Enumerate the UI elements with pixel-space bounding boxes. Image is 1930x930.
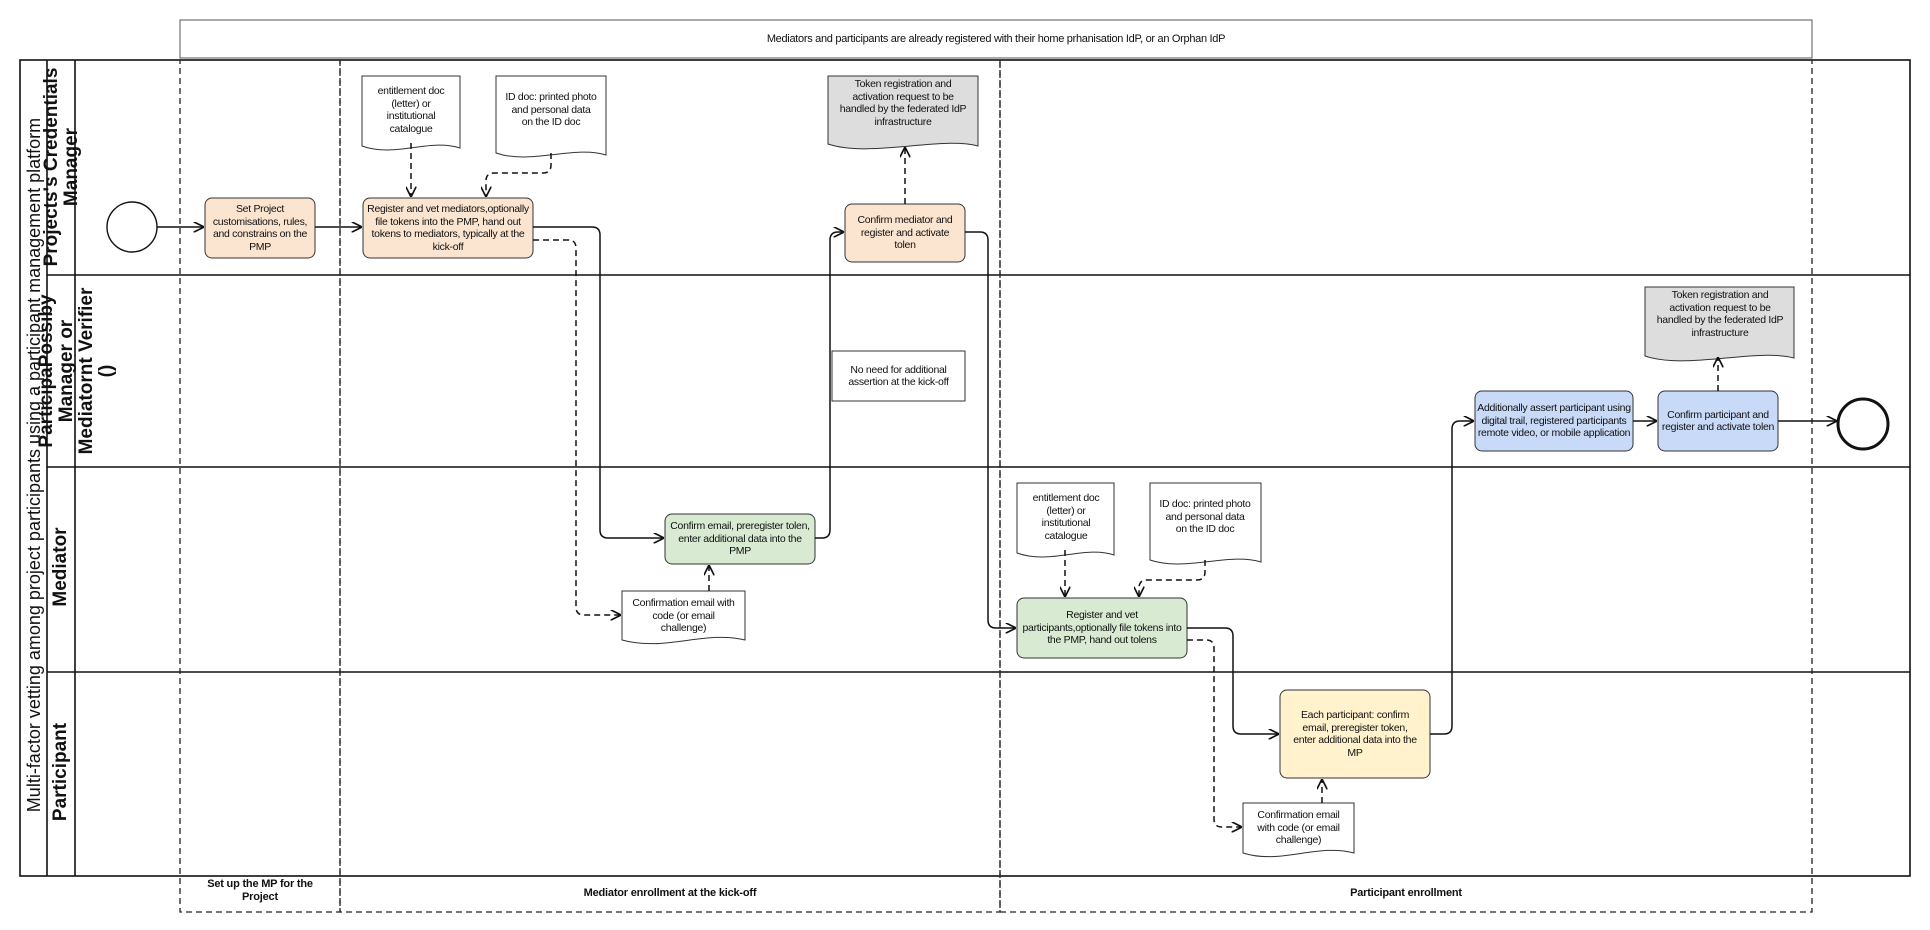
phase-box-setup	[179, 59, 341, 913]
phase-label-participant: Participant enrollment	[1350, 887, 1462, 899]
phase-label-setup: Set up the MP for the Project	[207, 878, 313, 903]
doc-confirmation-email-2: Confirmation email with code (or email c…	[1257, 809, 1340, 847]
flow-register-participants-to-each	[1187, 627, 1278, 734]
doc-confirmation-email-1: Confirmation email with code (or email c…	[632, 597, 735, 635]
doc-entitlement-2-shape	[1016, 482, 1115, 558]
task-confirm-participant: Confirm participant and register and act…	[1661, 408, 1775, 434]
task-register-mediators-shape	[362, 197, 534, 259]
phase-label-mediator: Mediator enrollment at the kick-off	[583, 887, 757, 899]
doc-token-request-1: Token registration and activation reques…	[839, 78, 967, 128]
task-confirm-mediator: Confirm mediator and register and activa…	[857, 214, 953, 252]
doc-token-request-2-shape	[1644, 286, 1795, 362]
doc-entitlement-1: entitlement doc (letter) or institutiona…	[377, 85, 445, 135]
dataflow-id-1	[486, 153, 552, 196]
task-register-participants: Register and vet participants,optionally…	[1022, 609, 1182, 647]
task-set-project: Set Project customisations, rules, and c…	[212, 203, 308, 253]
doc-id-1: ID doc: printed photo and personal data …	[505, 91, 597, 129]
dataflow-register-to-email-2	[1187, 639, 1241, 827]
lane-title-manager: Projects's Credentials Manager	[41, 67, 82, 267]
flow-each-to-assert	[1430, 421, 1473, 735]
task-assert-participant: Additionally assert participant using di…	[1477, 402, 1631, 440]
end-event	[1836, 397, 1890, 451]
annotation-no-need-box	[831, 350, 966, 402]
flow-confirm-mediator-to-register-participants	[965, 231, 1015, 628]
dataflow-register-to-email-1	[533, 239, 620, 615]
doc-token-request-1-shape	[827, 75, 979, 150]
doc-token-request-2: Token registration and activation reques…	[1656, 289, 1784, 339]
top-note-box	[179, 19, 1813, 59]
start-event	[106, 201, 158, 253]
task-register-mediators: Register and vet mediators,optionally fi…	[367, 203, 529, 253]
task-confirm-email-mediator: Confirm email, preregister tolen, enter …	[670, 520, 810, 558]
lane-title-mediator: Mediator	[50, 527, 71, 607]
task-each-participant: Each participant: confirm email, preregi…	[1293, 709, 1417, 759]
doc-confirmation-email-1-shape	[621, 590, 746, 645]
phase-box-mediator	[339, 59, 1001, 913]
doc-entitlement-1-shape	[361, 75, 461, 151]
doc-entitlement-2: entitlement doc (letter) or institutiona…	[1032, 492, 1100, 542]
phase-box-participant	[999, 59, 1813, 913]
top-note: Mediators and participants are already r…	[766, 32, 1226, 45]
task-confirm-email-mediator-shape	[664, 513, 816, 565]
doc-id-1-shape	[495, 75, 607, 158]
doc-id-2-shape	[1149, 482, 1262, 565]
flow-confirm-email-to-confirm-mediator	[815, 232, 843, 539]
doc-confirmation-email-2-shape	[1242, 802, 1355, 858]
annotation-no-need: No need for additional assertion at the …	[848, 363, 949, 389]
pool	[19, 59, 1911, 877]
lane-title-verifier: ParticipaPossiby Manager or Mediatornt V…	[36, 287, 117, 455]
dataflow-id-2	[1139, 560, 1206, 596]
lane-title-participant: Participant	[50, 722, 71, 822]
flow-register-to-confirm-email	[533, 226, 663, 538]
task-set-project-shape	[204, 197, 316, 259]
doc-id-2: ID doc: printed photo and personal data …	[1159, 498, 1251, 536]
